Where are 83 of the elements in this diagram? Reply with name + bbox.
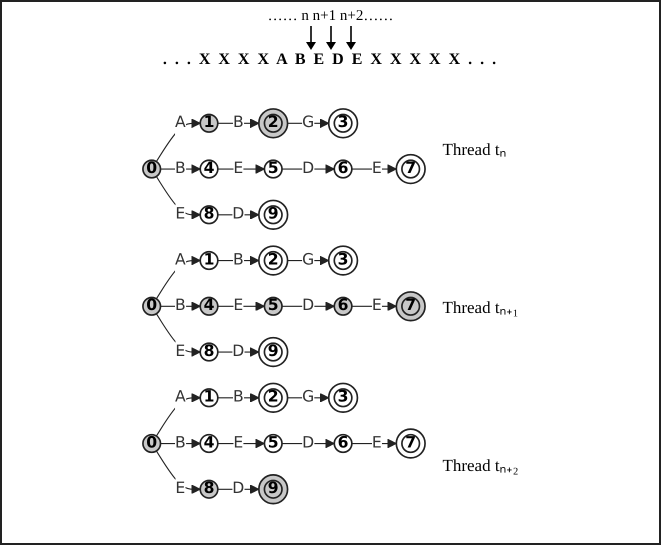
arrow	[156, 118, 202, 162]
edge-label: B	[175, 296, 186, 314]
edge-label: E	[234, 159, 244, 178]
node-circle: 3	[328, 245, 359, 276]
thread-caption: Thread tₙ₊₁	[442, 296, 519, 318]
node-circle: 3	[328, 382, 359, 413]
node-circle: 9	[258, 474, 289, 504]
arrow	[218, 438, 266, 448]
arrow	[218, 164, 266, 174]
node-circle: 0	[142, 296, 162, 316]
arrow	[156, 392, 202, 436]
arrow	[352, 438, 398, 448]
node-circle: 2	[258, 382, 289, 413]
input-sequence-label: . . . X X X X A B E D E X X X X X . . .	[162, 51, 498, 69]
edge-label: D	[302, 296, 315, 314]
edge-label: B	[233, 388, 244, 406]
arrow	[282, 301, 336, 311]
edge-label: G	[302, 388, 315, 406]
arrow	[352, 301, 398, 311]
edge-label: D	[302, 434, 315, 452]
node-circle: 2	[258, 245, 289, 276]
node-circle: 6	[334, 159, 354, 178]
edge-label: E	[372, 434, 382, 452]
thread-caption: Thread tₙ	[442, 138, 508, 160]
node-circle: 6	[334, 296, 354, 316]
node-circle: 5	[264, 159, 284, 178]
arrow	[218, 118, 260, 128]
edge-label: G	[302, 114, 315, 132]
edge-label: A	[176, 114, 186, 132]
arrow	[282, 438, 336, 448]
node-circle: 5	[264, 296, 284, 316]
edge-label: D	[232, 479, 245, 498]
node-circle: 8	[200, 342, 220, 362]
edge-label: E	[176, 342, 186, 360]
thread-caption: Thread tₙ₊₂	[442, 454, 519, 476]
node-circle: 4	[200, 159, 220, 178]
node-circle: 1	[200, 250, 220, 270]
arrow	[282, 164, 336, 174]
edge-label: E	[176, 479, 186, 498]
arrow	[156, 255, 202, 299]
arrow	[156, 313, 202, 357]
node-circle: 8	[200, 204, 220, 224]
node-circle: 6	[334, 434, 354, 453]
edge-label: E	[176, 205, 186, 223]
node-circle: 0	[142, 434, 162, 453]
arrow	[160, 164, 202, 174]
edge-label: E	[234, 296, 244, 314]
node-circle: 9	[258, 199, 289, 230]
arrow	[156, 176, 202, 220]
node-circle: 8	[200, 479, 220, 499]
edge-label: A	[176, 388, 186, 406]
edge-label: E	[234, 434, 244, 452]
edge-label: B	[175, 434, 186, 452]
node-circle: 3	[328, 108, 359, 138]
node-circle: 5	[264, 434, 284, 453]
edge-label: E	[372, 159, 382, 178]
arrow	[218, 301, 266, 311]
node-circle: 1	[200, 113, 220, 133]
edge-label: G	[302, 250, 315, 269]
edge-label: A	[176, 250, 186, 269]
edge-label: B	[233, 250, 244, 269]
edge-label: D	[232, 342, 245, 360]
edge-label: E	[372, 296, 382, 314]
edge-label: D	[302, 159, 315, 178]
edge-label: D	[232, 205, 245, 223]
arrow	[160, 301, 202, 311]
node-circle: 7	[396, 290, 426, 322]
edge-label: B	[175, 159, 186, 178]
arrow	[156, 450, 202, 494]
node-circle: 4	[200, 296, 220, 316]
edge-label: B	[233, 114, 244, 132]
arrow	[352, 164, 398, 174]
arrow	[218, 255, 260, 266]
node-circle: 0	[142, 159, 162, 178]
node-circle: 4	[200, 434, 220, 453]
node-circle: 9	[258, 336, 289, 367]
position-index-label: …… n n+1 n+2……	[268, 8, 394, 25]
node-circle: 7	[396, 154, 426, 184]
node-circle: 7	[396, 428, 426, 458]
arrow	[160, 438, 202, 448]
node-circle: 1	[200, 388, 220, 408]
arrow	[218, 392, 260, 402]
node-circle: 2	[258, 108, 289, 138]
